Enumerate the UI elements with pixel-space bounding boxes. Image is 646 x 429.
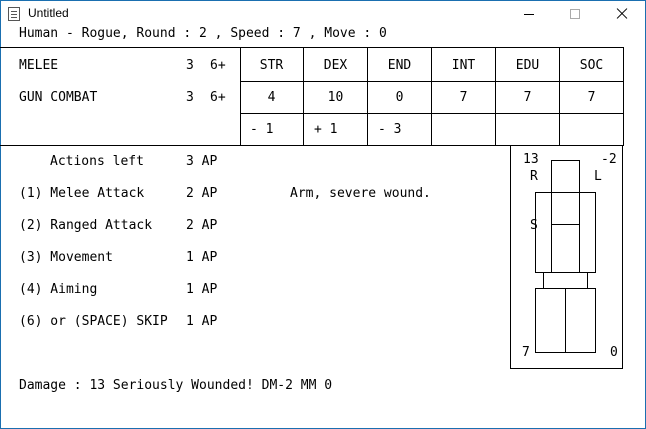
stat-header-str: STR bbox=[259, 58, 284, 73]
divider bbox=[495, 47, 496, 145]
divider bbox=[240, 113, 624, 114]
skill-level: 3 bbox=[186, 90, 194, 105]
divider bbox=[0, 47, 624, 48]
close-button[interactable] bbox=[598, 1, 644, 27]
divider bbox=[559, 47, 560, 145]
action-cost: 2 AP bbox=[186, 186, 218, 201]
stat-mod-str: - 1 bbox=[250, 122, 274, 137]
actions-left-value: 3 AP bbox=[186, 154, 218, 169]
action-movement[interactable]: (3) Movement bbox=[19, 250, 113, 265]
damage-status: Damage : 13 Seriously Wounded! DM-2 MM 0 bbox=[19, 378, 333, 393]
stat-value-end: 0 bbox=[395, 90, 404, 105]
head-shape bbox=[551, 160, 580, 193]
skill-target: 6+ bbox=[210, 90, 226, 105]
stat-header-soc: SOC bbox=[579, 58, 604, 73]
right-side-label: R bbox=[530, 169, 538, 184]
stat-header-end: END bbox=[387, 58, 412, 73]
stat-value-str: 4 bbox=[267, 90, 276, 105]
stat-value-dex: 10 bbox=[327, 90, 344, 105]
action-cost: 1 AP bbox=[186, 250, 218, 265]
divider bbox=[367, 47, 368, 145]
action-cost: 1 AP bbox=[186, 282, 218, 297]
action-skip[interactable]: (6) or (SPACE) SKIP bbox=[19, 314, 168, 329]
stat-header-int: INT bbox=[451, 58, 476, 73]
app-icon bbox=[8, 7, 20, 21]
left-side-label: L bbox=[594, 169, 602, 184]
divider bbox=[431, 47, 432, 145]
action-ranged-attack[interactable]: (2) Ranged Attack bbox=[19, 218, 153, 233]
stat-mod-dex: + 1 bbox=[314, 122, 338, 137]
body-figure bbox=[535, 160, 596, 353]
wound-message: Arm, severe wound. bbox=[290, 186, 431, 201]
divider bbox=[0, 145, 624, 146]
stat-value-edu: 7 bbox=[523, 90, 532, 105]
action-aiming[interactable]: (4) Aiming bbox=[19, 282, 98, 297]
torso-label: S bbox=[530, 218, 538, 233]
minimize-button[interactable] bbox=[506, 1, 552, 27]
action-cost: 1 AP bbox=[186, 314, 218, 329]
skill-name: MELEE bbox=[19, 58, 59, 73]
body-diagram: 13 -2 R L S 7 0 bbox=[510, 145, 623, 369]
stat-header-edu: EDU bbox=[515, 58, 540, 73]
divider bbox=[303, 47, 304, 145]
head-value: 13 bbox=[523, 152, 539, 167]
left-leg-value: 0 bbox=[610, 345, 618, 360]
actions-left-label: Actions left bbox=[50, 154, 144, 169]
stat-value-int: 7 bbox=[459, 90, 468, 105]
divider bbox=[240, 81, 624, 82]
divider bbox=[240, 47, 241, 145]
torso-shape bbox=[535, 192, 596, 273]
stat-mod-end: - 3 bbox=[378, 122, 402, 137]
window-title: Untitled bbox=[28, 6, 69, 20]
right-leg-value: 7 bbox=[522, 345, 530, 360]
skill-name: GUN COMBAT bbox=[19, 90, 98, 105]
action-cost: 2 AP bbox=[186, 218, 218, 233]
stat-header-dex: DEX bbox=[323, 58, 348, 73]
skill-level: 3 bbox=[186, 58, 194, 73]
stat-value-soc: 7 bbox=[587, 90, 596, 105]
status-line: Human - Rogue, Round : 2 , Speed : 7 , M… bbox=[19, 26, 387, 41]
maximize-button[interactable] bbox=[552, 1, 598, 27]
action-melee-attack[interactable]: (1) Melee Attack bbox=[19, 186, 145, 201]
head-modifier: -2 bbox=[601, 152, 617, 167]
skill-target: 6+ bbox=[210, 58, 226, 73]
title-bar[interactable]: Untitled bbox=[1, 1, 645, 27]
hip-shape bbox=[543, 272, 588, 289]
divider bbox=[623, 47, 624, 145]
